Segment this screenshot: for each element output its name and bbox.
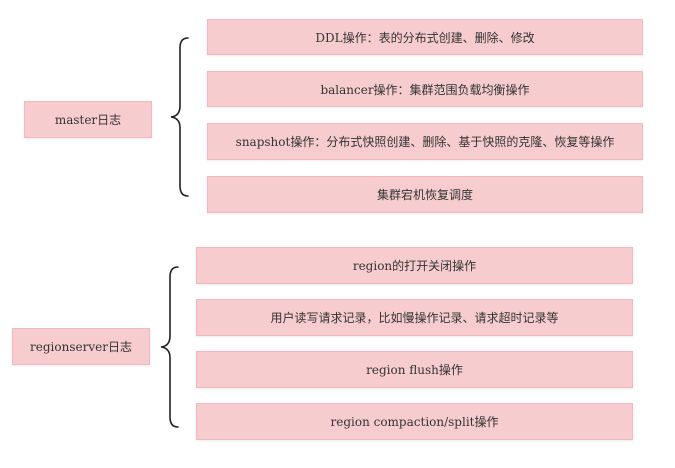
regionserver-brace-icon — [160, 266, 179, 428]
master-log-label: master日志 — [54, 113, 122, 127]
master-item-ddl-label: DDL操作：表的分布式创建、删除、修改 — [315, 30, 535, 45]
master-log-box: master日志 — [24, 101, 152, 138]
master-item-recovery-label: 集群宕机恢复调度 — [376, 188, 473, 202]
regionserver-item-compaction-label: region compaction/split操作 — [330, 415, 499, 429]
master-item-balancer: balancer操作：集群范围负载均衡操作 — [207, 71, 643, 107]
master-item-balancer-label: balancer操作：集群范围负载均衡操作 — [320, 82, 530, 97]
master-item-snapshot: snapshot操作：分布式快照创建、删除、基于快照的克隆、恢复等操作 — [207, 123, 643, 160]
master-item-snapshot-label: snapshot操作：分布式快照创建、删除、基于快照的克隆、恢复等操作 — [235, 135, 615, 149]
regionserver-item-flush-label: region flush操作 — [366, 363, 463, 377]
master-brace-icon — [170, 37, 189, 197]
regionserver-log-label: regionserver日志 — [30, 340, 132, 354]
regionserver-item-flush: region flush操作 — [196, 351, 633, 388]
master-item-recovery: 集群宕机恢复调度 — [207, 176, 643, 213]
regionserver-item-requests-label: 用户读写请求记录，比如慢操作记录、请求超时记录等 — [270, 311, 559, 325]
master-item-ddl: DDL操作：表的分布式创建、删除、修改 — [207, 19, 643, 55]
regionserver-item-compaction: region compaction/split操作 — [196, 403, 633, 440]
regionserver-item-requests: 用户读写请求记录，比如慢操作记录、请求超时记录等 — [196, 299, 633, 336]
regionserver-item-open-close: region的打开关闭操作 — [196, 247, 633, 284]
regionserver-item-open-close-label: region的打开关闭操作 — [352, 259, 477, 273]
regionserver-log-box: regionserver日志 — [12, 328, 150, 365]
